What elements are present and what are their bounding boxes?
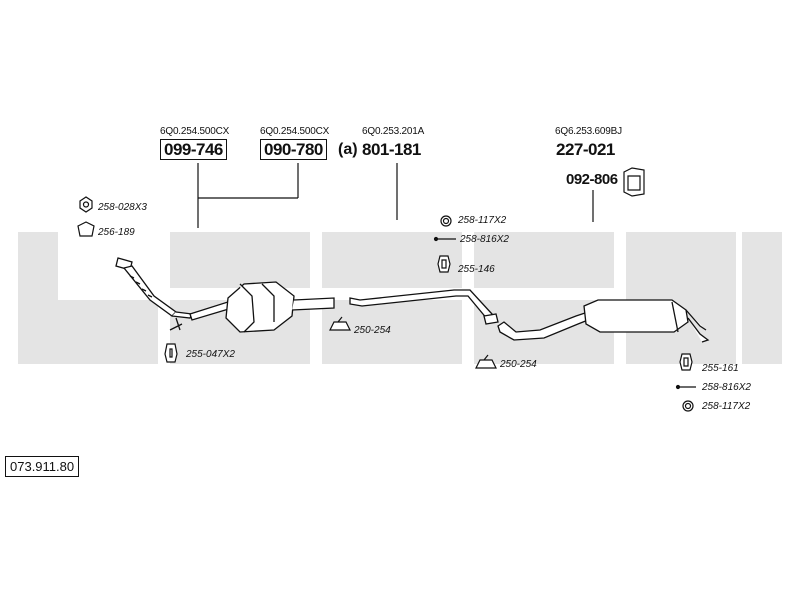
- clamp-icon: [329, 316, 351, 331]
- ref-bolt-mid: 258-816X2: [460, 234, 509, 245]
- oem-label-cat1: 6Q0.254.500CX: [160, 126, 230, 137]
- catalog-number: 073.911.80: [5, 456, 80, 477]
- ref-hanger-mid: 255-146: [458, 264, 495, 275]
- middle-pipe: [349, 289, 499, 325]
- front-pipe: [115, 257, 193, 331]
- oem-label-cat2: 6Q0.254.500CX: [260, 126, 330, 137]
- ref-hanger-rear: 255-161: [702, 363, 739, 374]
- bracket-icon: [623, 167, 645, 197]
- part-number-cat2[interactable]: 090-780: [260, 139, 327, 160]
- ref-bolt-rear: 258-816X2: [702, 382, 751, 393]
- hanger-icon: [679, 353, 693, 371]
- leader-lines: [197, 163, 594, 228]
- ref-clamp-rear: 250-254: [500, 359, 537, 370]
- ref-gasket-front: 256-189: [98, 227, 135, 238]
- part-number-bracket[interactable]: 092-806: [566, 171, 618, 188]
- ref-clamp-front: 255-047X2: [186, 349, 235, 360]
- ref-nut: 258-028X3: [98, 202, 147, 213]
- part-number-mid[interactable]: 801-181: [362, 140, 421, 159]
- gasket-icon: [77, 221, 95, 237]
- clamp-icon: [164, 343, 178, 363]
- fitting-icons: [77, 167, 696, 412]
- oem-label-rear: 6Q6.253.609BJ: [555, 126, 622, 137]
- ref-ring-rear: 258-117X2: [702, 401, 751, 412]
- hanger-icon: [437, 255, 451, 273]
- clamp-icon: [475, 354, 497, 369]
- part-suffix: (a): [338, 141, 358, 158]
- catalytic-converter: [189, 281, 335, 333]
- part-number-cat1[interactable]: 099-746: [160, 139, 227, 160]
- ref-ring-mid: 258-117X2: [458, 215, 507, 226]
- ref-clamp-cat: 250-254: [354, 325, 391, 336]
- part-number-rear[interactable]: 227-021: [556, 140, 615, 159]
- rear-silencer: [497, 299, 710, 343]
- oem-label-mid: 6Q0.253.201A: [362, 126, 425, 137]
